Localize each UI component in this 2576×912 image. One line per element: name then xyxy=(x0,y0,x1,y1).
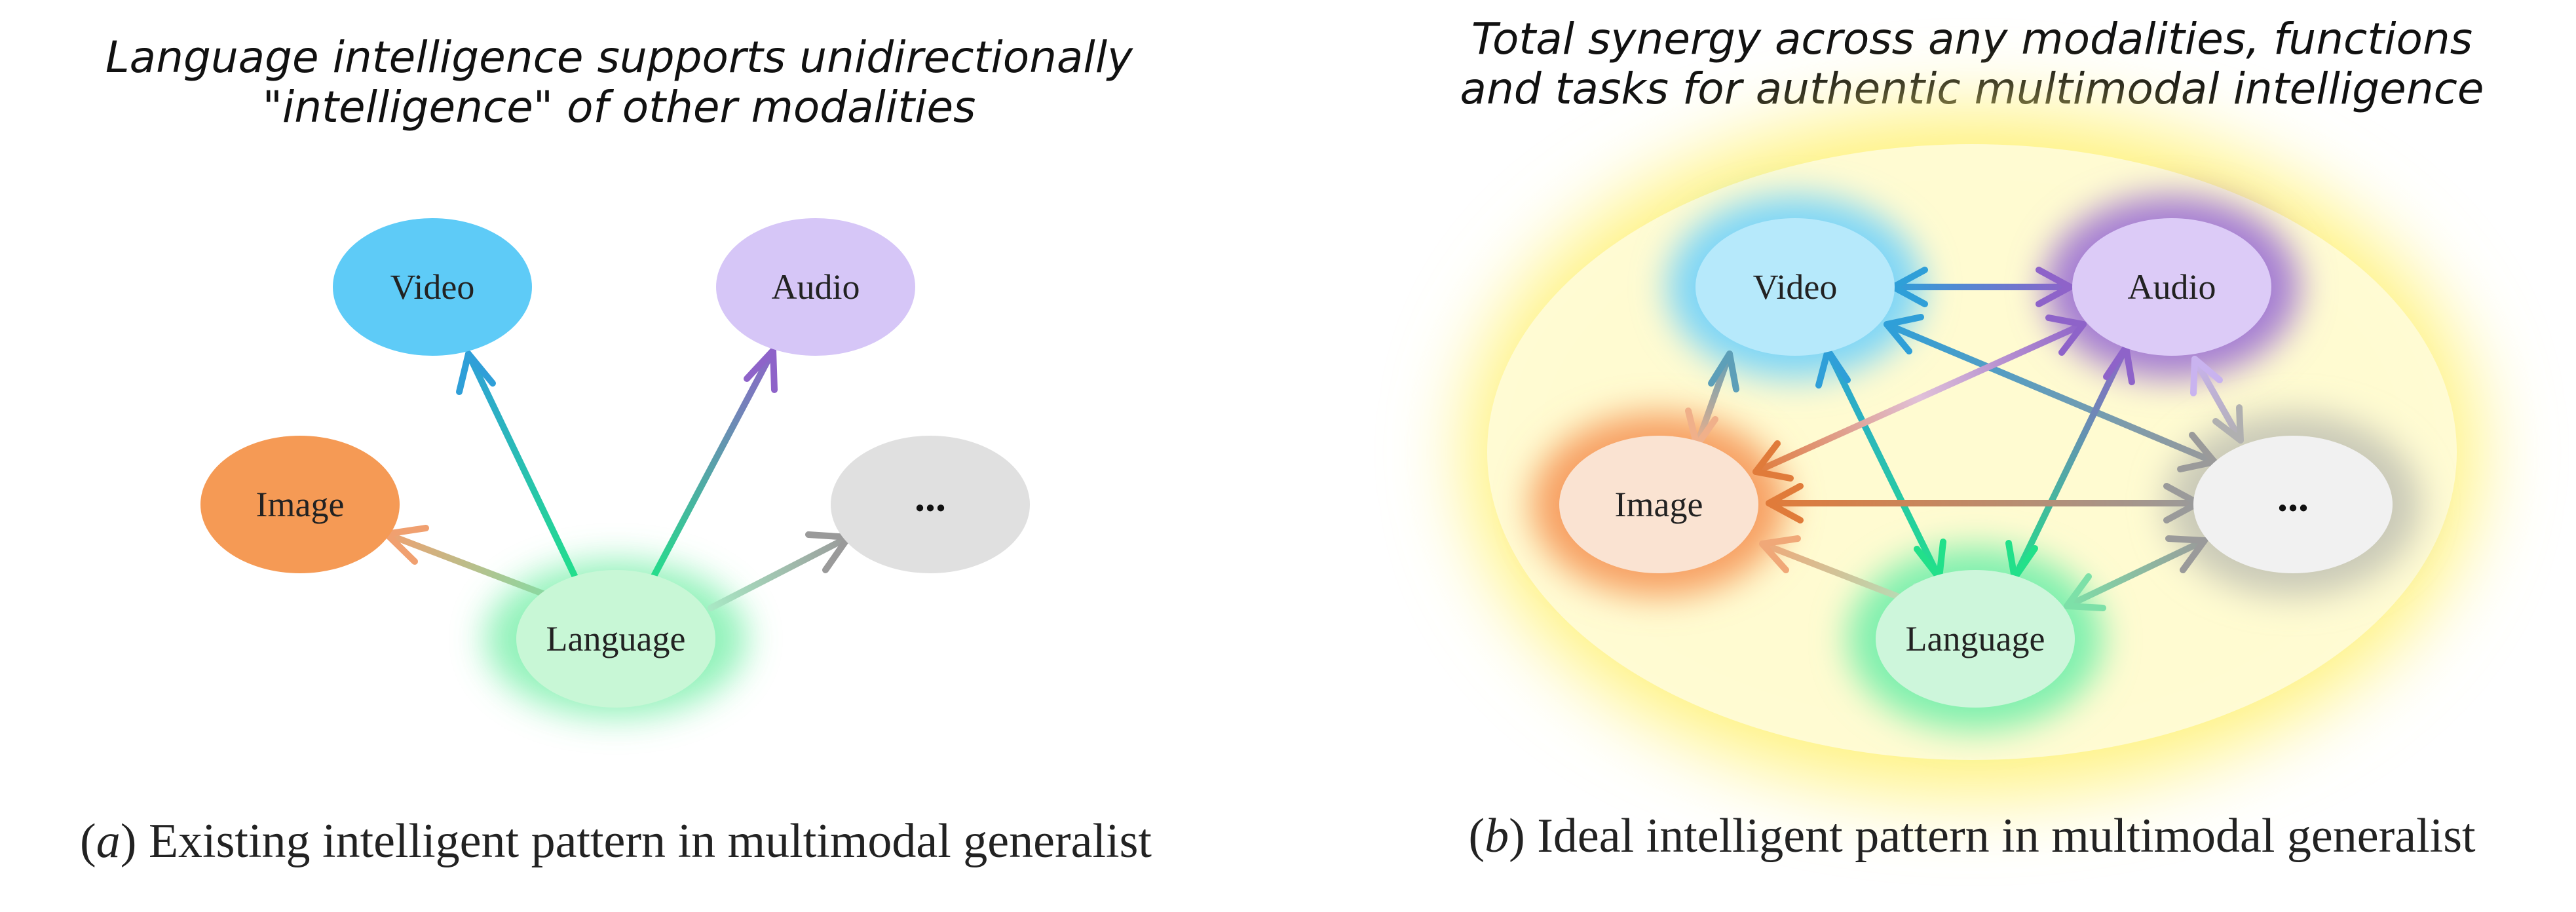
panel-a-caption: (a) Existing intelligent pattern in mult… xyxy=(80,814,1152,868)
panel-b-arrowhead-am-top xyxy=(2190,356,2223,396)
panel-a-arrow-language-more xyxy=(708,534,852,611)
panel-b-arrow-audio-language xyxy=(2011,344,2129,581)
panel-b-arrow-audio-image xyxy=(1752,321,2087,475)
panel-b-arrow-audio-more xyxy=(2191,356,2244,444)
panel-b-caption-text: Ideal intelligent pattern in multimodal … xyxy=(1537,809,2476,863)
panel-b-arrowhead-il-left xyxy=(1759,535,1801,573)
panel-a-node-more-label: ... xyxy=(915,474,946,520)
panel-b-arrowhead-ai-bottom xyxy=(1752,440,1794,482)
panel-b-node-video: Video xyxy=(1695,218,1895,356)
panel-a-node-language-shape xyxy=(516,570,715,708)
panel-b-node-video-label: Video xyxy=(1753,267,1838,307)
panel-a-arrowhead-audio xyxy=(744,347,778,393)
panel-a-node-image: Image xyxy=(200,436,400,573)
panel-a-node-audio-shape xyxy=(716,218,915,356)
panel-b-arrowhead-lm-left xyxy=(2064,573,2106,611)
panel-a-node-audio: Audio xyxy=(716,218,915,356)
panel-a-node-video-shape xyxy=(333,218,532,356)
panel-b-arrowhead-ai-top xyxy=(2045,314,2087,356)
panel-b-node-audio-shape xyxy=(2072,218,2271,356)
panel-a-node-image-shape xyxy=(200,436,400,573)
panel-b-node-audio: Audio xyxy=(2072,218,2271,356)
panel-a-caption-letter: a xyxy=(96,814,121,868)
panel-b-arrowhead-am-bottom xyxy=(2212,404,2244,444)
panel-a-arrow-language-video xyxy=(465,351,580,583)
panel-b-node-language-shape xyxy=(1876,570,2075,708)
panel-b-node-image-label: Image xyxy=(1615,485,1703,524)
panel-b-arrowhead-audio-right xyxy=(2036,267,2074,307)
panel-a-arrow-language-image xyxy=(383,531,567,605)
panel-a-title-line1: Language intelligence supports unidirect… xyxy=(105,32,1133,83)
panel-a: Language intelligence supports unidirect… xyxy=(80,32,1152,868)
panel-b-node-image-shape xyxy=(1559,436,1758,573)
panel-b-caption: (b) Ideal intelligent pattern in multimo… xyxy=(1468,809,2476,863)
panel-b-arrowhead-lm-right xyxy=(2165,535,2208,573)
panel-b-arrowhead-vm-left xyxy=(1884,314,1924,354)
panel-a-caption-text: Existing intelligent pattern in multimod… xyxy=(149,814,1152,868)
panel-a-arrow-language-audio xyxy=(649,347,776,583)
panel-b-arrowhead-vm-right xyxy=(2177,432,2218,472)
panel-b-node-more-label: ... xyxy=(2277,474,2309,520)
panel-b-arrow-video-more xyxy=(1884,321,2218,465)
panel-a-node-language: Language xyxy=(516,570,715,708)
panel-a-arrows xyxy=(383,347,852,611)
panel-b-node-more: ... xyxy=(2193,436,2393,573)
panel-a-node-more: ... xyxy=(831,436,1030,573)
panel-b-title-line1: Total synergy across any modalities, fun… xyxy=(1471,14,2472,64)
panel-b: Total synergy across any modalities, fun… xyxy=(1460,14,2484,863)
panel-b-arrowhead-vi-top xyxy=(1708,351,1739,392)
panel-b-node-more-shape xyxy=(2193,436,2393,573)
panel-b-node-image: Image xyxy=(1559,436,1758,573)
panel-a-node-video: Video xyxy=(333,218,532,356)
panel-b-arrows xyxy=(1685,267,2244,621)
panel-b-arrowhead-im-left xyxy=(1766,483,1804,523)
panel-a-node-language-label: Language xyxy=(546,619,686,658)
panel-a-node-image-label: Image xyxy=(256,485,345,524)
panel-a-title-line2: "intelligence" of other modalities xyxy=(263,82,976,132)
panel-a-arrowhead-video xyxy=(456,351,496,395)
panel-b-node-language-label: Language xyxy=(1906,619,2045,658)
panel-a-node-audio-label: Audio xyxy=(772,267,860,307)
panel-a-node-more-shape xyxy=(831,436,1030,573)
panel-b-node-video-shape xyxy=(1695,218,1895,356)
panel-b-arrow-language-more xyxy=(2064,537,2208,609)
panel-b-arrow-video-language xyxy=(1825,347,1942,581)
panel-a-node-video-label: Video xyxy=(390,267,475,307)
panel-b-node-language: Language xyxy=(1876,570,2075,708)
panel-b-arrow-video-image xyxy=(1694,351,1733,449)
panel-b-node-audio-label: Audio xyxy=(2128,267,2216,307)
panel-b-caption-letter: b xyxy=(1485,809,1509,863)
panel-b-title-line2: and tasks for authentic multimodal intel… xyxy=(1460,64,2484,114)
